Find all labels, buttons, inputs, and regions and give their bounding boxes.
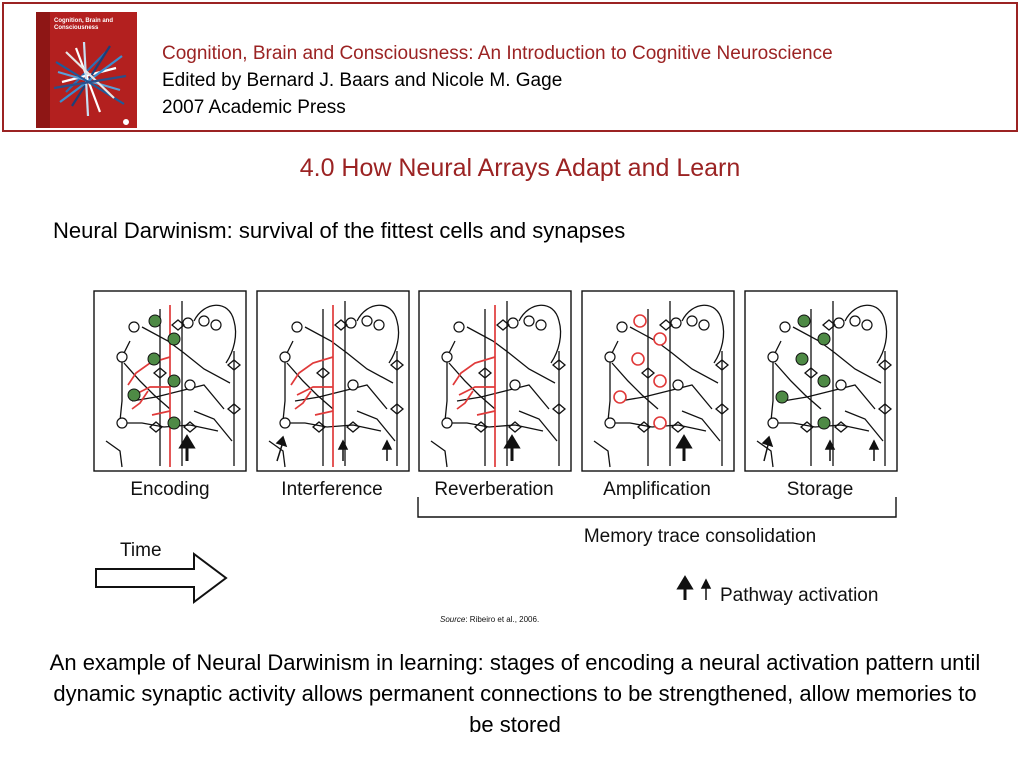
legend-label: Pathway activation [720, 585, 878, 606]
time-arrow-icon [95, 552, 228, 604]
neural-darwinism-figure: Encoding Interference Reverberation Ampl… [93, 290, 898, 624]
slide-subtitle: Neural Darwinism: survival of the fittes… [53, 218, 626, 243]
consolidation-bracket [417, 497, 897, 518]
time-label: Time [120, 540, 162, 561]
cover-art-icon [36, 12, 137, 128]
panel-storage [744, 290, 898, 472]
panel-label-interference: Interference [281, 479, 382, 500]
bracket-label: Memory trace consolidation [584, 526, 816, 547]
section-title: 4.0 How Neural Arrays Adapt and Learn [299, 154, 741, 182]
strong-activation-arrow-icon [676, 575, 694, 600]
panel-encoding [93, 290, 247, 472]
header-box: Cognition, Brain and Consciousness Cogni… [2, 2, 1018, 132]
panel-amplification [581, 290, 735, 472]
figure-caption: An example of Neural Darwinism in learni… [49, 650, 981, 737]
source-text: : Ribeiro et al., 2006. [465, 615, 539, 624]
panel-reverberation [418, 290, 572, 472]
header-text: Cognition, Brain and Consciousness: An I… [162, 40, 833, 121]
source-note: Source: Ribeiro et al., 2006. [440, 615, 539, 624]
book-editors: Edited by Bernard J. Baars and Nicole M.… [162, 70, 563, 91]
book-cover-image: Cognition, Brain and Consciousness [36, 12, 137, 128]
weak-activation-arrow-icon [700, 578, 712, 600]
panel-label-amplification: Amplification [603, 479, 711, 500]
panel-interference [256, 290, 410, 472]
panel-label-reverberation: Reverberation [434, 479, 553, 500]
cover-title: Cognition, Brain and Consciousness [54, 18, 113, 31]
source-prefix: Source [440, 615, 466, 624]
book-publisher: 2007 Academic Press [162, 97, 346, 118]
book-title: Cognition, Brain and Consciousness: An I… [162, 43, 833, 64]
panel-label-storage: Storage [787, 479, 854, 500]
panel-label-encoding: Encoding [130, 479, 209, 500]
